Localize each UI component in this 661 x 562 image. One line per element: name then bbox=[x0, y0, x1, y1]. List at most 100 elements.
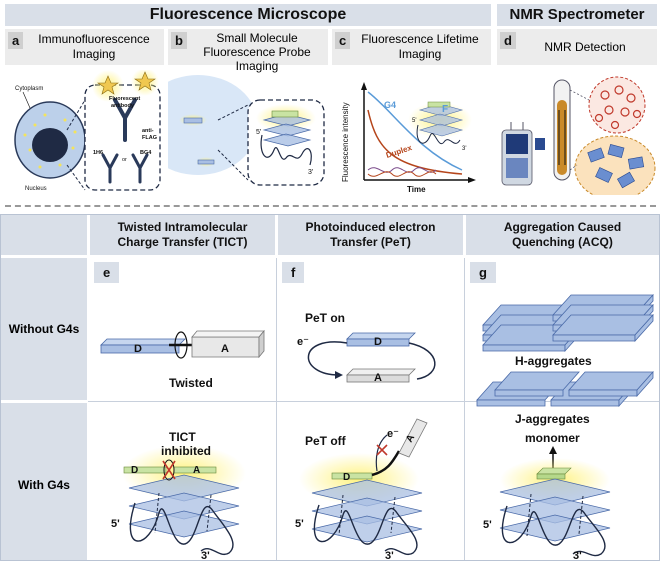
svg-text:3': 3' bbox=[201, 550, 210, 560]
panel-a-illustration: Cytoplasm Nucleus Fluorescent antibody a… bbox=[14, 70, 161, 192]
header-nmr-spectrometer: NMR Spectrometer bbox=[497, 4, 657, 26]
row-label-cell-without bbox=[1, 258, 87, 400]
panel-g-with: monomer 5' 3' bbox=[483, 431, 611, 560]
svg-text:H-aggregates: H-aggregates bbox=[515, 354, 592, 368]
svg-text:3': 3' bbox=[573, 550, 582, 560]
svg-text:F: F bbox=[442, 104, 448, 115]
h-aggregates-stack bbox=[482, 293, 654, 353]
svg-text:BG4: BG4 bbox=[140, 150, 152, 156]
panel-d-title-box bbox=[497, 29, 657, 65]
grid-line-v2 bbox=[464, 258, 465, 560]
tict-block-x-icon bbox=[162, 460, 176, 480]
g4-strand-g bbox=[501, 505, 606, 557]
panel-c-illustration: Fluorescence intensity Time G4 Duplex F … bbox=[341, 82, 476, 194]
row-label-without-g4s: Without G4s bbox=[8, 322, 80, 336]
svg-text:Twisted: Twisted bbox=[169, 376, 213, 390]
panel-letter-b: b bbox=[171, 32, 187, 49]
svg-text:5': 5' bbox=[483, 519, 492, 531]
svg-text:5': 5' bbox=[256, 129, 261, 136]
svg-text:3': 3' bbox=[308, 169, 313, 176]
panel-b-title-box bbox=[168, 29, 328, 65]
fluorophore-star-icon-2 bbox=[134, 71, 156, 91]
svg-text:A: A bbox=[193, 465, 200, 476]
x-axis-label: Time bbox=[407, 185, 426, 194]
panel-g-without: H-aggregates J-aggregates bbox=[476, 293, 654, 426]
panel-letter-f: f bbox=[282, 262, 305, 283]
svg-text:FLAG: FLAG bbox=[142, 135, 157, 141]
g4-strand bbox=[129, 502, 234, 556]
y-axis-label: Fluorescence intensity bbox=[341, 102, 350, 182]
panel-letter-e: e bbox=[94, 262, 120, 283]
svg-text:Nucleus: Nucleus bbox=[25, 186, 47, 192]
donor-plate bbox=[100, 344, 180, 354]
g4-strand-f bbox=[313, 504, 418, 556]
header-row-corner bbox=[1, 215, 87, 255]
panel-letter-d: d bbox=[500, 32, 516, 49]
electron-path-arrow bbox=[307, 341, 348, 376]
svg-text:e⁻: e⁻ bbox=[297, 336, 309, 348]
svg-text:PeT off: PeT off bbox=[305, 434, 347, 448]
panel-letter-g: g bbox=[470, 262, 496, 283]
j-aggregates-stack bbox=[476, 370, 654, 408]
row-label-cell-with bbox=[1, 403, 87, 560]
svg-text:G4: G4 bbox=[384, 100, 396, 110]
svg-text:or: or bbox=[122, 157, 127, 163]
cell-blurred bbox=[168, 75, 258, 175]
acceptor-tilted bbox=[398, 418, 428, 458]
svg-text:A: A bbox=[221, 343, 229, 355]
svg-text:D: D bbox=[134, 343, 142, 355]
nmr-magnet-icon bbox=[501, 122, 545, 186]
pet-block-x-icon bbox=[376, 444, 388, 456]
svg-text:inhibited: inhibited bbox=[161, 444, 211, 458]
grid-line-h bbox=[88, 401, 659, 402]
svg-text:5': 5' bbox=[412, 118, 416, 124]
panel-d-title: NMR Detection bbox=[544, 40, 626, 54]
g4-decay-curve bbox=[367, 91, 463, 171]
svg-text:J-aggregates: J-aggregates bbox=[515, 412, 590, 426]
svg-text:monomer: monomer bbox=[525, 431, 580, 445]
svg-text:3': 3' bbox=[462, 146, 466, 152]
svg-text:TICT: TICT bbox=[169, 430, 196, 444]
svg-text:3': 3' bbox=[385, 550, 394, 560]
svg-text:e⁻: e⁻ bbox=[387, 428, 399, 440]
panel-e-with: TICT inhibited D A 5' 3' bbox=[111, 430, 246, 560]
section-divider bbox=[5, 205, 656, 207]
panel-d-illustration bbox=[501, 76, 656, 195]
panel-f-without: PeT on e⁻ D A bbox=[297, 311, 436, 384]
svg-text:Duplex: Duplex bbox=[385, 143, 414, 160]
svg-text:A: A bbox=[374, 372, 382, 384]
bottom-grid-frame bbox=[0, 214, 660, 561]
cell-nucleus bbox=[32, 128, 68, 162]
row-label-with-g4s: With G4s bbox=[18, 478, 70, 492]
panel-a-title-box bbox=[5, 29, 164, 65]
panel-letter-a: a bbox=[8, 32, 24, 49]
svg-text:D: D bbox=[131, 465, 138, 476]
svg-text:5': 5' bbox=[295, 518, 304, 530]
svg-text:D: D bbox=[343, 472, 350, 483]
svg-text:5': 5' bbox=[111, 518, 120, 530]
svg-text:Cytoplasm: Cytoplasm bbox=[15, 86, 43, 92]
panel-letter-c: c bbox=[335, 32, 351, 49]
svg-text:1H6: 1H6 bbox=[93, 150, 103, 156]
svg-text:PeT on: PeT on bbox=[305, 311, 345, 325]
svg-text:D: D bbox=[374, 336, 382, 348]
svg-text:anti-: anti- bbox=[142, 128, 154, 134]
header-fluorescence-microscope: Fluorescence Microscope bbox=[5, 4, 491, 26]
fluorophore-star-icon bbox=[97, 75, 119, 95]
svg-text:Fluorescent: Fluorescent bbox=[109, 96, 140, 102]
panel-f-with: PeT off A e⁻ D 5' 3' bbox=[295, 418, 428, 560]
svg-text:antibody: antibody bbox=[111, 103, 135, 109]
grid-line-v1 bbox=[276, 258, 277, 560]
duplex-decay-curve bbox=[367, 109, 463, 175]
panel-b-illustration: 5' 3' bbox=[168, 75, 325, 186]
acceptor-plate-f bbox=[346, 374, 410, 383]
zoom-circle-top bbox=[588, 76, 646, 134]
svg-text:A: A bbox=[404, 433, 417, 445]
panel-e-without: D A Twisted bbox=[100, 329, 265, 390]
